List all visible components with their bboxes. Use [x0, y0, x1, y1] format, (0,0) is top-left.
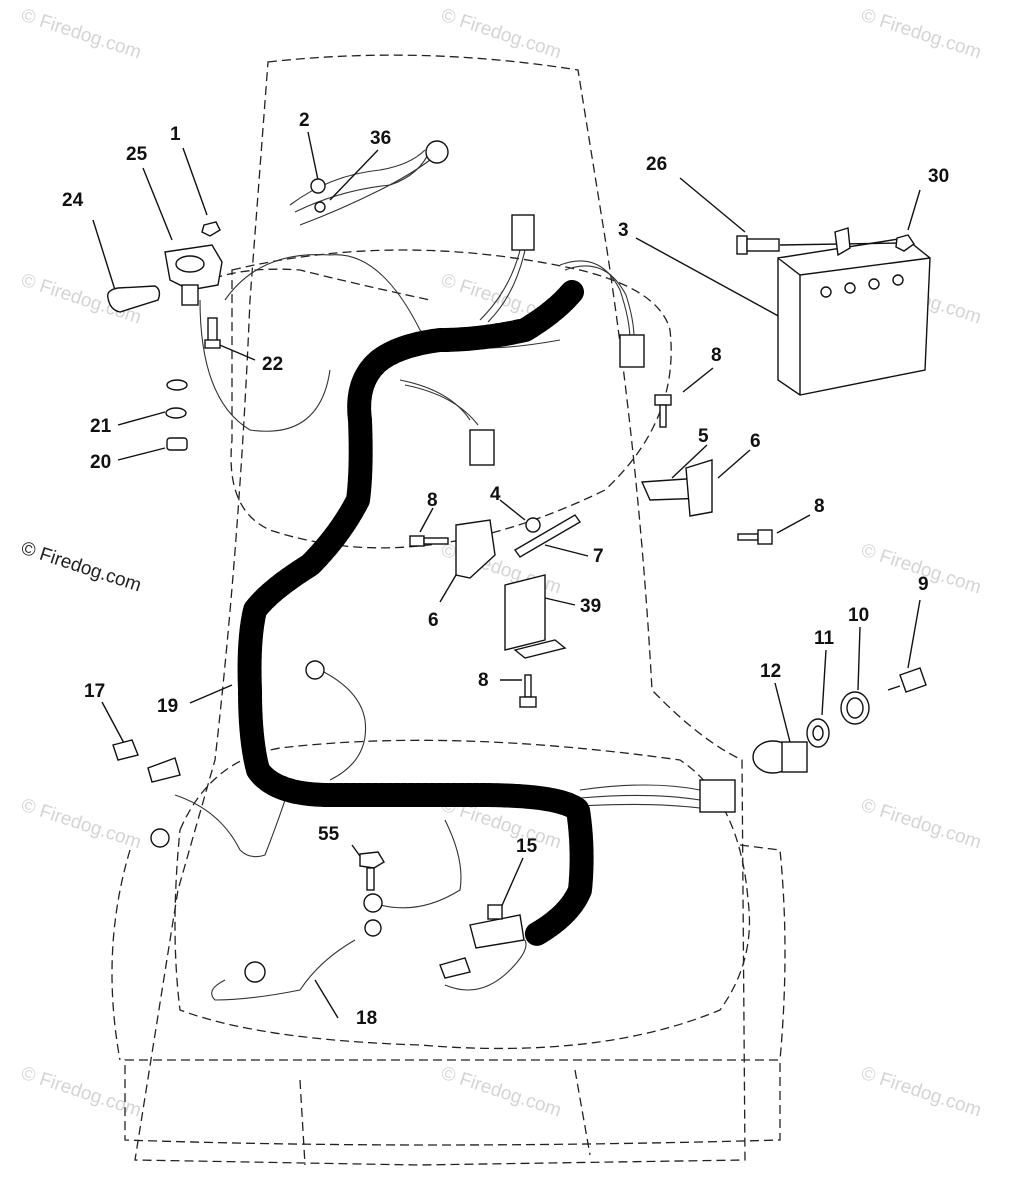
leader-lines [92, 131, 921, 1019]
callout-4: 4 [490, 484, 501, 505]
callout-30: 30 [928, 166, 949, 187]
watermark: © Firedog.com [858, 5, 983, 64]
watermarks: © Firedog.com © Firedog.com © Firedog.co… [18, 5, 983, 1122]
callout-8: 8 [427, 490, 438, 511]
watermark: © Firedog.com [438, 1063, 563, 1122]
part-ignition-switch-12 [752, 740, 808, 774]
part-nut-11 [806, 718, 830, 748]
part-ring-terminal-19 [150, 660, 325, 983]
auxiliary-wires [174, 149, 701, 1001]
callout-6: 6 [750, 431, 761, 452]
callout-8: 8 [711, 345, 722, 366]
callout-55: 55 [318, 824, 340, 845]
watermark: © Firedog.com [858, 795, 983, 854]
callout-5: 5 [698, 426, 709, 447]
callout-7: 7 [593, 546, 604, 567]
callout-18: 18 [356, 1008, 377, 1029]
part-ground-cable-2 [299, 140, 449, 226]
watermark-main: © Firedog.com [18, 538, 143, 597]
callout-1: 1 [170, 124, 181, 145]
part-bracket-7-39 [504, 514, 582, 659]
callout-36: 36 [370, 128, 391, 149]
callout-labels: 1 25 24 2 36 22 21 20 26 30 3 8 5 6 8 4 … [62, 110, 949, 1029]
callout-6: 6 [428, 610, 439, 631]
callout-39: 39 [580, 596, 601, 617]
part-bolt-55 [359, 851, 385, 937]
callout-22: 22 [262, 354, 283, 375]
part-connector-top [469, 214, 736, 813]
callout-11: 11 [814, 628, 835, 649]
watermark: © Firedog.com [18, 795, 143, 854]
callout-8: 8 [478, 670, 489, 691]
callout-17: 17 [84, 681, 105, 702]
watermark: © Firedog.com [858, 1063, 983, 1122]
watermark: © Firedog.com [18, 5, 143, 64]
callout-24: 24 [62, 190, 84, 211]
part-fuse-17 [112, 739, 181, 783]
callout-3: 3 [618, 220, 629, 241]
part-boot-24 [107, 285, 161, 313]
callout-9: 9 [918, 574, 929, 595]
watermark: © Firedog.com [438, 5, 563, 64]
callout-8: 8 [814, 496, 825, 517]
callout-20: 20 [90, 452, 111, 473]
part-battery-3 [777, 237, 931, 396]
part-key-9 [887, 667, 927, 693]
tractor-outline [111, 54, 786, 1166]
part-bezel-10 [840, 691, 870, 725]
wire-harness-coil [237, 280, 594, 947]
callout-15: 15 [516, 836, 538, 857]
part-screw-22 [204, 317, 221, 349]
part-solenoid [164, 244, 223, 306]
callout-10: 10 [848, 605, 869, 626]
part-ring-terminal-21 [165, 379, 188, 451]
part-bolt-8 [409, 394, 773, 708]
callout-26: 26 [646, 154, 667, 175]
part-bolt-26 [736, 227, 915, 257]
part-bracket-5-6 [455, 459, 713, 579]
callout-21: 21 [90, 416, 112, 437]
callout-19: 19 [157, 696, 178, 717]
callout-2: 2 [299, 110, 310, 131]
part-seat-switch-15 [439, 904, 525, 979]
part-nut-1 [201, 221, 221, 237]
callout-12: 12 [760, 661, 781, 682]
callout-25: 25 [126, 144, 148, 165]
